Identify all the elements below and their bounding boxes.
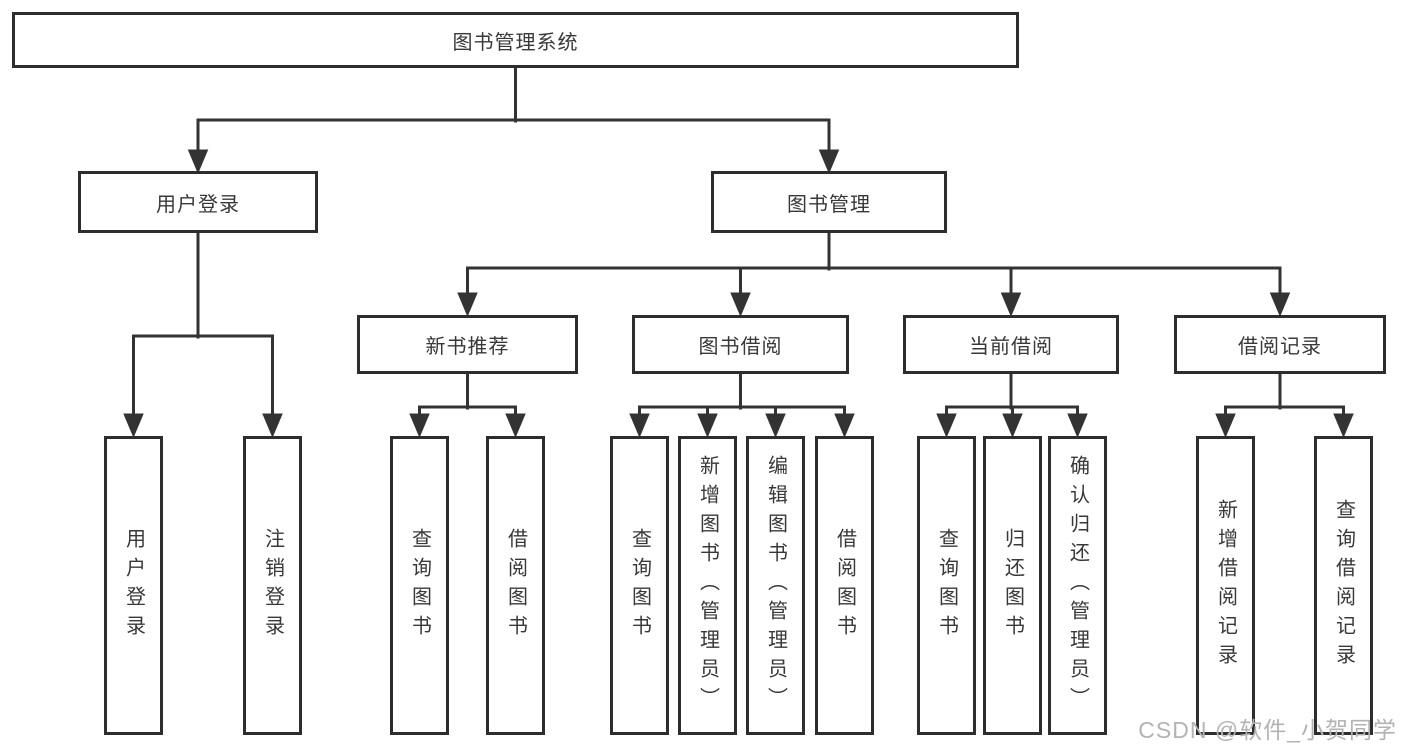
node-label: 编辑图书（管理员） xyxy=(764,455,787,716)
leaf-records-query-record: 查询借阅记录 xyxy=(1314,436,1373,735)
leaf-borrow-add-book-admin: 新增图书（管理员） xyxy=(678,436,737,735)
leaf-current-return-books: 归还图书 xyxy=(983,436,1042,735)
leaf-current-query-books: 查询图书 xyxy=(917,436,976,735)
node-label: 查询图书 xyxy=(408,527,431,644)
node-label: 当前借阅 xyxy=(969,336,1053,358)
node-label: 注销登录 xyxy=(261,527,284,644)
leaf-borrow-query-books: 查询图书 xyxy=(610,436,669,735)
node-label: 查询借阅记录 xyxy=(1332,498,1355,673)
node-label: 查询图书 xyxy=(628,527,651,644)
node-label: 借阅记录 xyxy=(1238,336,1322,358)
leaf-user-login-login: 用户登录 xyxy=(104,436,163,735)
leaf-records-add-record: 新增借阅记录 xyxy=(1196,436,1255,735)
node-label: 图书管理系统 xyxy=(452,31,579,54)
node-borrow-records: 借阅记录 xyxy=(1174,315,1386,374)
node-label: 新增图书（管理员） xyxy=(696,455,719,716)
node-book-management: 图书管理 xyxy=(711,171,947,233)
csdn-watermark: CSDN @软件_小贺同学 xyxy=(1138,717,1397,743)
leaf-borrow-edit-book-admin: 编辑图书（管理员） xyxy=(746,436,805,735)
node-label: 用户登录 xyxy=(122,527,145,644)
node-label: 新增借阅记录 xyxy=(1214,498,1237,673)
node-book-borrow: 图书借阅 xyxy=(632,315,849,374)
node-root-system: 图书管理系统 xyxy=(12,12,1019,68)
leaf-current-confirm-return-admin: 确认归还（管理员） xyxy=(1048,436,1107,735)
node-label: 新书推荐 xyxy=(425,336,510,358)
leaf-user-login-logout: 注销登录 xyxy=(243,436,302,735)
node-label: 借阅图书 xyxy=(504,527,527,644)
leaf-newbook-query-books: 查询图书 xyxy=(390,436,449,735)
leaf-newbook-borrow-books: 借阅图书 xyxy=(486,436,545,735)
node-label: 借阅图书 xyxy=(833,527,856,644)
node-label: 归还图书 xyxy=(1001,527,1024,644)
node-label: 图书管理 xyxy=(787,193,871,216)
node-user-login: 用户登录 xyxy=(78,171,318,233)
node-label: 确认归还（管理员） xyxy=(1066,455,1089,716)
node-label: 查询图书 xyxy=(935,527,958,644)
node-current-borrow: 当前借阅 xyxy=(903,315,1119,374)
node-new-book-recommend: 新书推荐 xyxy=(357,315,578,374)
node-label: 图书借阅 xyxy=(698,336,783,358)
leaf-borrow-borrow-books: 借阅图书 xyxy=(815,436,874,735)
node-label: 用户登录 xyxy=(156,193,240,216)
